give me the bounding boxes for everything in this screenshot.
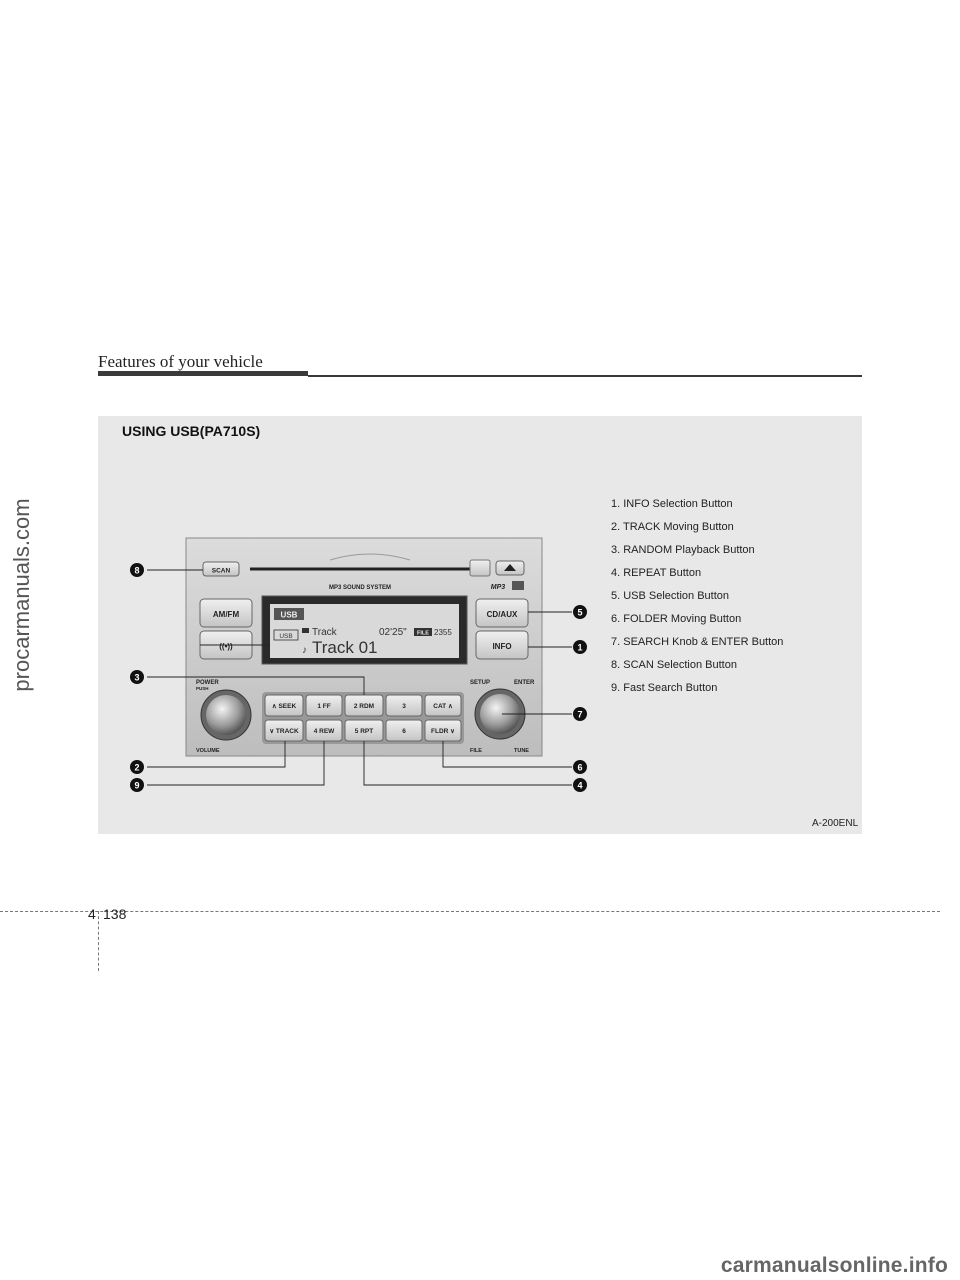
callout-2: 2 [130, 760, 144, 774]
svg-text:∨ TRACK: ∨ TRACK [269, 728, 299, 735]
folder-icon [302, 628, 309, 633]
svg-text:4: 4 [577, 781, 582, 791]
preset-3-label: 3 [402, 703, 406, 710]
lcd-file-badge: FILE [417, 631, 429, 637]
svg-text:CAT ∧: CAT ∧ [433, 703, 453, 710]
watermark-side: procarmanuals.com [9, 425, 35, 765]
svg-text:9: 9 [134, 781, 139, 791]
rew-label: 4 REW [314, 728, 335, 735]
signal-icon: ((•)) [219, 642, 233, 651]
callout-3: 3 [130, 670, 144, 684]
am-fm-label: AM/FM [213, 610, 240, 619]
lcd-track-label: Track [312, 627, 338, 638]
volume-label: VOLUME [196, 748, 220, 754]
enter-label: ENTER [514, 680, 535, 686]
cd-aux-label: CD/AUX [487, 610, 518, 619]
svg-text:1: 1 [577, 643, 582, 653]
cat-label: CAT [433, 703, 446, 710]
rpt-label: 5 RPT [355, 728, 373, 735]
eject-indicator [470, 560, 490, 576]
push-label: PUSH [196, 686, 209, 691]
seek-up-icon: ∧ [272, 703, 279, 710]
cat-up-icon: ∧ [446, 703, 453, 710]
svg-text:∧ SEEK: ∧ SEEK [272, 703, 297, 710]
system-name: MP3 SOUND SYSTEM [329, 585, 391, 591]
lcd-source-top: USB [281, 611, 298, 620]
callout-8: 8 [130, 563, 144, 577]
preset-6-label: 6 [402, 728, 406, 735]
callout-4: 4 [573, 778, 587, 792]
callout-1: 1 [573, 640, 587, 654]
page-footer-rule [0, 911, 940, 912]
fldr-down-icon: ∨ [448, 728, 455, 735]
callout-9: 9 [130, 778, 144, 792]
track-label: TRACK [276, 728, 299, 735]
fldr-label: FLDR [431, 728, 449, 735]
lcd-source-badge: USB [279, 633, 292, 640]
page-footer-divider [98, 911, 99, 971]
svg-text:6: 6 [577, 763, 582, 773]
lcd-file-number: 2355 [434, 628, 452, 637]
volume-knob[interactable] [206, 695, 246, 735]
scan-label: SCAN [212, 568, 231, 575]
svg-text:2: 2 [134, 763, 139, 773]
svg-text:FLDR ∨: FLDR ∨ [431, 728, 455, 735]
lcd-track-name: Track 01 [312, 638, 378, 657]
mp3-logo: MP3 [491, 584, 506, 591]
page-number: 138 [103, 906, 126, 922]
tune-label: TUNE [514, 748, 529, 754]
seek-label: SEEK [278, 703, 296, 710]
ff-label: 1 FF [317, 703, 330, 710]
callout-6: 6 [573, 760, 587, 774]
figure-code: A-200ENL [812, 818, 858, 829]
rdm-label: 2 RDM [354, 703, 374, 710]
info-label: INFO [492, 642, 511, 651]
svg-text:8: 8 [134, 566, 139, 576]
music-note-icon: ♪ [302, 645, 307, 656]
callout-5: 5 [573, 605, 587, 619]
callout-7: 7 [573, 707, 587, 721]
file-label: FILE [470, 748, 482, 754]
lcd-time: 02'25" [379, 627, 407, 638]
page-chapter: 4 [88, 906, 96, 922]
watermark-bottom: carmanualsonline.info [721, 1254, 948, 1278]
disc-logo-icon [512, 581, 524, 590]
svg-text:5: 5 [577, 608, 582, 618]
svg-text:3: 3 [134, 673, 139, 683]
setup-label: SETUP [470, 680, 490, 686]
svg-text:7: 7 [577, 710, 582, 720]
